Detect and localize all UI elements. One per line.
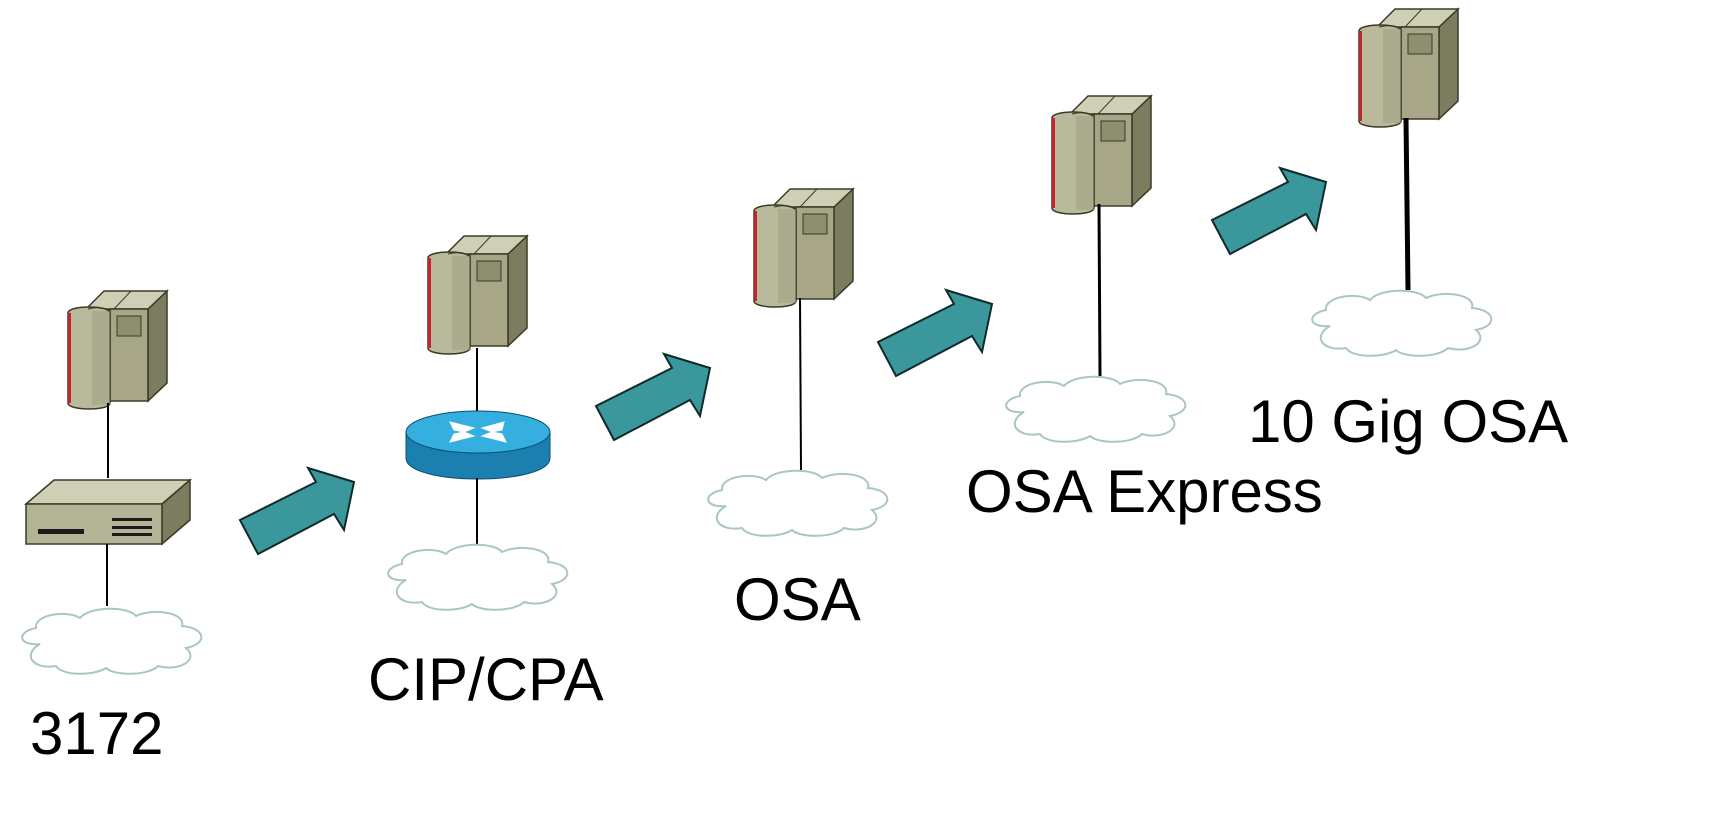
- connection-line: [1097, 203, 1102, 377]
- stage-label-osa-express: OSA Express: [966, 458, 1323, 525]
- stage-label-osa: OSA: [734, 566, 861, 633]
- progression-arrow-icon: [877, 289, 993, 377]
- mainframe-icon: [753, 188, 854, 308]
- progression-arrow-icon: [1211, 167, 1327, 255]
- connection-line: [1403, 117, 1411, 291]
- network-cloud-icon: [387, 543, 569, 611]
- connection-line: [799, 297, 802, 471]
- controller-3172-icon: [25, 479, 191, 545]
- stage-10-gig-osa: 10 Gig OSA: [1248, 8, 1568, 455]
- mainframe-icon: [427, 235, 528, 355]
- network-cloud-icon: [707, 469, 889, 537]
- stage-cip-cpa: CIP/CPA: [368, 235, 604, 713]
- router-icon: [405, 410, 551, 480]
- progression-arrow-icon: [595, 353, 711, 441]
- mainframe-icon: [1358, 8, 1459, 128]
- stage-label-10-gig-osa: 10 Gig OSA: [1248, 388, 1568, 455]
- stage-label-cip-cpa: CIP/CPA: [368, 646, 604, 713]
- mainframe-icon: [67, 290, 168, 410]
- progression-arrow-icon: [239, 467, 355, 555]
- stage-osa-express: OSA Express: [966, 95, 1323, 525]
- network-cloud-icon: [21, 607, 203, 675]
- stage-label-3172: 3172: [30, 700, 163, 767]
- network-cloud-icon: [1005, 375, 1187, 443]
- mainframe-icon: [1051, 95, 1152, 215]
- network-cloud-icon: [1311, 289, 1493, 357]
- stage-osa: OSA: [707, 188, 889, 633]
- stage-3172: 3172: [21, 290, 203, 767]
